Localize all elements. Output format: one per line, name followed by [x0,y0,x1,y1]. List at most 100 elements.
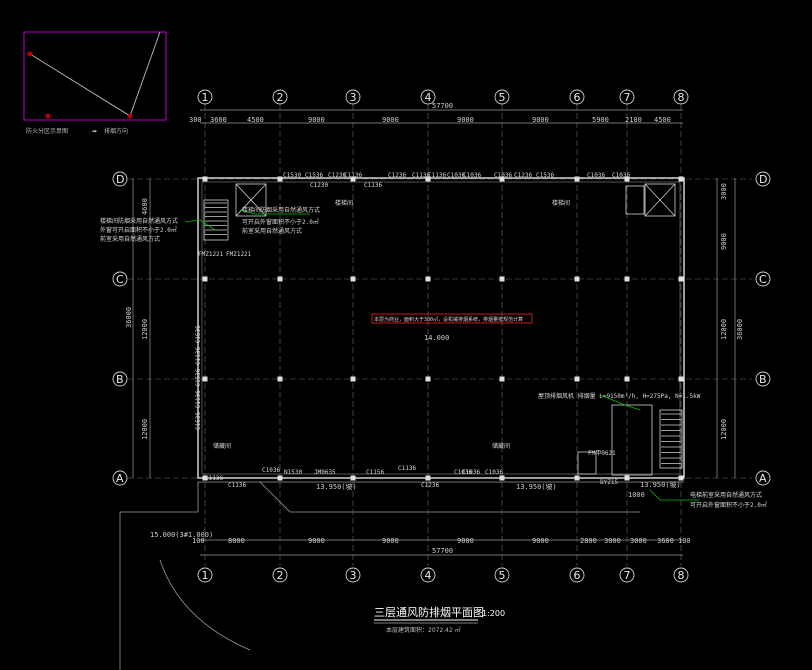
bottom-span-dim: 8000 [228,537,245,545]
ramp-elevation-3: 13.950(坡) [640,480,681,489]
room-tag-left-lower: 储藏间 [213,442,231,450]
top-span-dim: 9000 [308,116,325,124]
grid-bubble-row-B-right: B [759,373,767,386]
building-outline [197,177,685,479]
bottom-span-dim: 9000 [382,537,399,545]
outside-elevation: 15.000(3#1.000) [150,531,213,539]
bottom-span-dim: 9000 [532,537,549,545]
svg-text:➡: ➡ [92,128,97,135]
top-span-dim: 4500 [654,116,671,124]
left-dim-1: 4600 [141,198,149,215]
grid-bubble-col-1-bottom: 1 [202,569,209,582]
grid-bubble-col-3-top: 3 [350,91,357,104]
bottom-span-dim: 3000 [604,537,621,545]
top-span-dim: 9000 [532,116,549,124]
door-label-bottom: C1136 [228,482,246,489]
door-label-top: C1136 [344,172,362,179]
door-label-top: C1536 [536,172,554,179]
top-span-dim: 2100 [625,116,642,124]
left-stair-door-2: FMZ1221 [226,251,252,258]
door-label-top: C1236 [328,172,346,179]
door-label-top: C1036 [494,172,512,179]
door-label-bottom: C1156 [366,469,384,476]
right-stair-door-2: BYZ15 [600,479,618,486]
bottom-span-dim: 2800 [580,537,597,545]
columns [202,176,684,481]
door-label-bottom: N1530 [284,469,302,476]
grid-bubble-col-7-bottom: 7 [624,569,631,582]
red-note-box [371,313,533,324]
grid-bubble-col-8-bottom: 8 [678,569,685,582]
door-label-top: C1136 [428,172,446,179]
drawing-scale: 1:200 [482,609,505,618]
green-leaders [184,209,700,501]
door-label-top: C1036 [463,172,481,179]
door-label-bottom: C1036 [485,469,503,476]
grid-bubble-row-C-left: C [116,273,124,286]
right-note-2: 可开启外窗面积不小于2.0㎡ [690,501,767,509]
top-total-dim: 57700 [432,102,453,110]
red-note: 本层为商业，面积大于300㎡，设机械排烟系统，排烟量按规范计算 [374,316,523,323]
right-dim-2: 9000 [720,233,728,250]
arrow-legend-label: 排烟方向 [104,127,128,135]
left-dim-3: 12000 [141,419,149,440]
door-label-top: C1236 [388,172,406,179]
top-dimensions [200,109,683,124]
top-span-dim: 3600 [210,116,227,124]
door-label-top: C1136 [412,172,430,179]
grid-bubble-col-3-bottom: 3 [350,569,357,582]
grid-bubble-col-4-top: 4 [425,91,432,104]
grid-bubble-col-5-top: 5 [499,91,506,104]
door-label-bottom: C1236 [421,482,439,489]
door-label-top: C1136 [364,182,382,189]
right-total-dim: 36000 [736,319,744,340]
bottom-span-dim: 9000 [457,537,474,545]
bottom-span-dim: 100 [192,537,205,545]
right-note-1: 电梯前室采用自然通风方式 [690,491,762,499]
bottom-span-dim: 100 [678,537,691,545]
right-core-note-2: 可开启外窗面积不小于2.0㎡ [242,218,319,226]
door-label-top: C1536 [305,172,323,179]
grid-bubble-col-4-bottom: 4 [425,569,432,582]
drawing-subtitle: 本层建筑面积：2072.42 ㎡ [386,626,461,634]
site-boundary [119,481,684,670]
door-label-top: C1036 [587,172,605,179]
grid-bubble-col-2-bottom: 2 [277,569,284,582]
top-span-dim: 4500 [247,116,264,124]
door-label-top: C1530 [283,172,301,179]
left-note-1: 楼梯间防烟采用自然通风方式 [100,217,178,225]
top-span-dim: 5900 [592,116,609,124]
left-dim-2: 12000 [141,319,149,340]
grid-bubble-row-A-left: A [116,472,124,485]
right-dim-1: 3000 [720,183,728,200]
grid-bubble-col-6-top: 6 [574,91,581,104]
left-note-3: 前室采用自然通风方式 [100,235,160,243]
door-label-top: C1036 [612,172,630,179]
door-label-bottom: JM0635 [314,469,336,476]
fire-zone-inset: 防火分区示意图 ➡ 排烟方向 [23,31,167,135]
floor-elevation: 14.000 [424,334,449,342]
grid-bubble-row-B-left: B [116,373,124,386]
grid-bubble-col-2-top: 2 [277,91,284,104]
top-span-dim: 300 [189,116,202,124]
door-label-top: C1236 [514,172,532,179]
grid-bubble-row-D-left: D [116,173,124,186]
grid-bubble-col-6-bottom: 6 [574,569,581,582]
fan-note: 屋顶排烟风机 排烟量 L=9150m³/h, H=275Pa, N=1.5kW [538,392,701,400]
door-label-bottom: C1136 [398,465,416,472]
door-label-bottom: C1036 [262,467,280,474]
bottom-span-dim: 3000 [630,537,647,545]
room-tag-right-lower: 储藏间 [492,442,510,450]
grid-bubble-col-1-top: 1 [202,91,209,104]
right-core-note-3: 前室采用自然通风方式 [242,227,302,235]
bottom-span-dim: 9000 [308,537,325,545]
grid-bubble-col-8-top: 8 [678,91,685,104]
door-label-top: C1036 [447,172,465,179]
door-label-top: C1230 [310,182,328,189]
